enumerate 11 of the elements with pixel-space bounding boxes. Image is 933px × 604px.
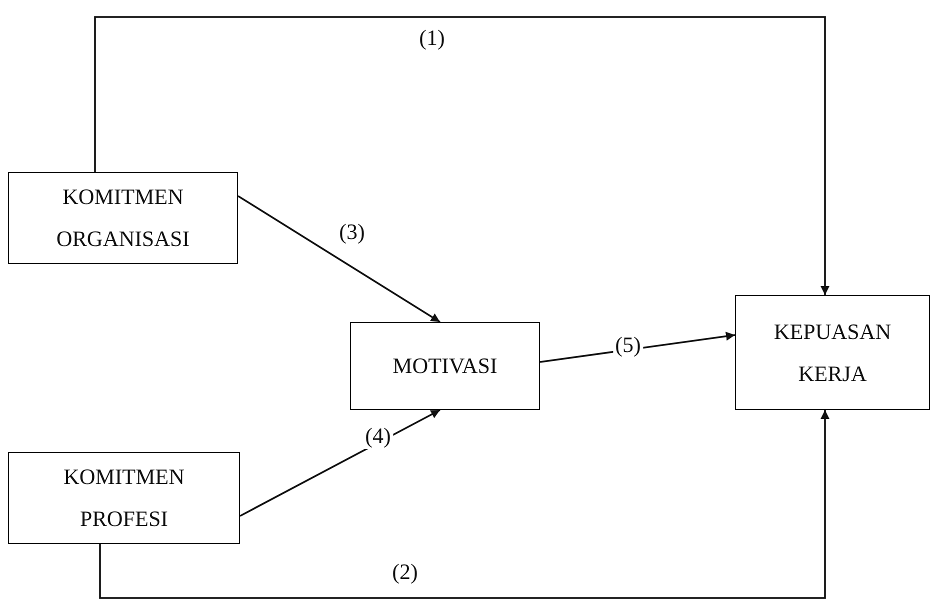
box-label: KOMITMEN ORGANISASI [55,183,191,253]
box-label: MOTIVASI [392,352,498,380]
arrow [94,16,830,295]
process-box [350,322,540,410]
process-box [8,172,238,264]
process-box [735,295,930,410]
arrow [238,195,440,323]
box-label: KOMITMEN PROFESI [62,463,186,533]
process-box [8,452,240,544]
box-label: KEPUASAN KERJA [772,318,892,388]
arrow [99,410,830,599]
